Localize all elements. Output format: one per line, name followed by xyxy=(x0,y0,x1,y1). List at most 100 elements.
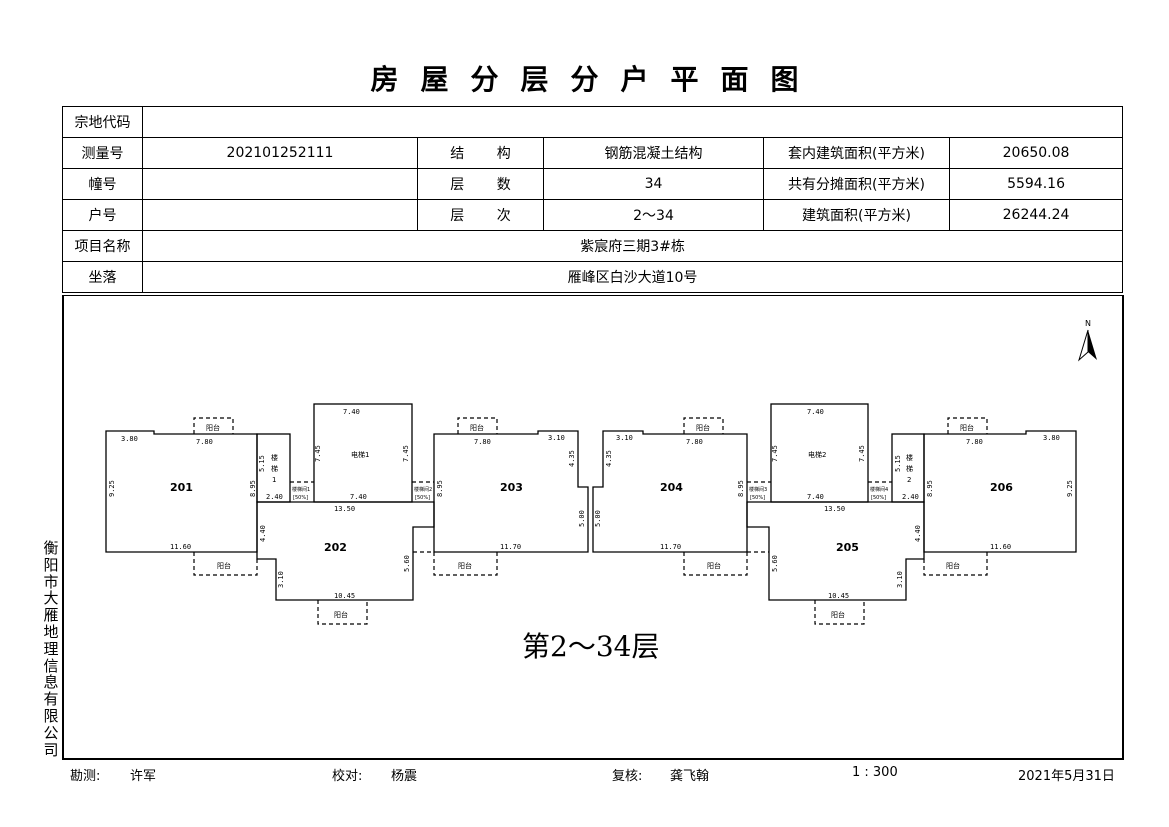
dim: 7.45 xyxy=(402,445,410,462)
dim: 3.10 xyxy=(616,434,633,442)
page-title: 房屋分层分户平面图 xyxy=(370,63,821,96)
room-203-outline xyxy=(433,430,589,553)
room-204-label: 204 xyxy=(660,481,683,494)
dim: 4.40 xyxy=(259,525,267,542)
dim: 10.45 xyxy=(334,592,355,600)
date: 2021年5月31日 xyxy=(1018,769,1115,784)
public-3-label: 楼梯间3 xyxy=(749,486,767,493)
dim: 7.40 xyxy=(350,493,367,501)
stair-1-label: 梯 xyxy=(271,464,278,473)
scale: 1 : 300 xyxy=(852,765,898,780)
check-name: 杨震 xyxy=(391,769,418,784)
company-vertical-text: 衡阳市大雁地理信息有限公司 xyxy=(43,539,59,759)
balcony-label: 阳台 xyxy=(831,610,845,619)
stair-1-label: 1 xyxy=(272,476,276,484)
dim: 7.80 xyxy=(966,438,983,446)
room-201-label: 201 xyxy=(170,481,193,494)
floor-label: 第2～34层 xyxy=(522,630,659,663)
balcony-label: 阳台 xyxy=(334,610,348,619)
north-label: N xyxy=(1085,319,1091,328)
dim: 10.45 xyxy=(828,592,849,600)
room-205-label: 205 xyxy=(836,541,859,554)
balcony-label: 阳台 xyxy=(696,423,710,432)
survey-name: 许军 xyxy=(130,769,157,784)
label-zhuang: 幢号 xyxy=(62,168,143,200)
dim: 7.45 xyxy=(314,445,322,462)
value-jianzhu: 26244.24 xyxy=(948,199,1124,231)
dim: 5.15 xyxy=(894,455,902,472)
dim: 11.60 xyxy=(170,543,191,551)
balcony-label: 阳台 xyxy=(470,423,484,432)
room-202-label: 202 xyxy=(324,541,347,554)
check-label: 校对: xyxy=(332,769,363,784)
label-zongdi: 宗地代码 xyxy=(62,106,143,138)
dim: 2.40 xyxy=(902,493,919,501)
label-zuoluo: 坐落 xyxy=(62,261,143,293)
balcony-label: 阳台 xyxy=(217,561,231,570)
public-4-label: 楼梯间4 xyxy=(870,486,888,493)
balconies xyxy=(193,417,988,625)
balcony-label: 阳台 xyxy=(946,561,960,570)
stair-1-label: 楼 xyxy=(271,453,278,462)
dim: 8.95 xyxy=(436,480,444,497)
dim: 2.40 xyxy=(266,493,283,501)
dim: 7.45 xyxy=(858,445,866,462)
room-203-label: 203 xyxy=(500,481,523,494)
dim: 11.70 xyxy=(500,543,521,551)
room-206-label: 206 xyxy=(990,481,1013,494)
stair-2-label: 楼 xyxy=(906,453,913,462)
label-xiangmu: 项目名称 xyxy=(62,230,143,262)
dim: 13.50 xyxy=(334,505,355,513)
dim: 5.60 xyxy=(771,555,779,572)
elevator-2-label: 电梯2 xyxy=(808,450,826,459)
public-1-label: 楼梯间1 xyxy=(292,486,310,493)
elevator-1-label: 电梯1 xyxy=(351,450,369,459)
dim: 8.95 xyxy=(249,480,257,497)
dim: 9.25 xyxy=(108,480,116,497)
dim: 3.80 xyxy=(1043,434,1060,442)
dim: 7.40 xyxy=(807,408,824,416)
room-206-outline xyxy=(923,430,1077,553)
north-arrow-icon xyxy=(1078,329,1097,362)
balcony-label: 阳台 xyxy=(960,423,974,432)
balcony-label: 阳台 xyxy=(458,561,472,570)
dim: 11.60 xyxy=(990,543,1011,551)
value-censhu: 34 xyxy=(543,168,764,200)
dim: 7.40 xyxy=(807,493,824,501)
public-share-label: [50%] xyxy=(750,495,765,501)
review-label: 复核: xyxy=(612,769,643,784)
dim: 9.25 xyxy=(1066,480,1074,497)
dim: 5.00 xyxy=(594,510,602,527)
dim: 4.35 xyxy=(605,450,613,467)
balcony-label: 阳台 xyxy=(206,423,220,432)
dim: 7.40 xyxy=(343,408,360,416)
dim: 5.15 xyxy=(258,455,266,472)
dim: 11.70 xyxy=(660,543,681,551)
dim: 4.35 xyxy=(568,450,576,467)
dim: 8.95 xyxy=(926,480,934,497)
plan-frame xyxy=(62,295,1124,760)
dim: 4.40 xyxy=(914,525,922,542)
value-zuoluo: 雁峰区白沙大道10号 xyxy=(141,261,1124,293)
dim: 3.10 xyxy=(896,571,904,588)
stair-2-label: 梯 xyxy=(906,464,913,473)
dim: 7.80 xyxy=(196,438,213,446)
dim: 7.80 xyxy=(474,438,491,446)
dim: 5.60 xyxy=(403,555,411,572)
dim: 7.80 xyxy=(686,438,703,446)
dim: 13.50 xyxy=(824,505,845,513)
balcony-label: 阳台 xyxy=(707,561,721,570)
review-name: 龚飞翰 xyxy=(670,769,710,784)
value-gongyou: 5594.16 xyxy=(948,168,1124,200)
dim: 8.95 xyxy=(737,480,745,497)
dim: 5.00 xyxy=(578,510,586,527)
dim: 3.10 xyxy=(277,571,285,588)
value-cenci: 2～34 xyxy=(543,199,764,231)
stair-2-label: 2 xyxy=(907,476,911,484)
public-share-label: [50%] xyxy=(293,495,308,501)
dim: 7.45 xyxy=(771,445,779,462)
public-labels: 楼梯间1 [50%] 楼梯间2 [50%] 楼梯间3 [50%] 楼梯间4 [5… xyxy=(292,486,888,501)
survey-label: 勘测: xyxy=(70,769,101,784)
